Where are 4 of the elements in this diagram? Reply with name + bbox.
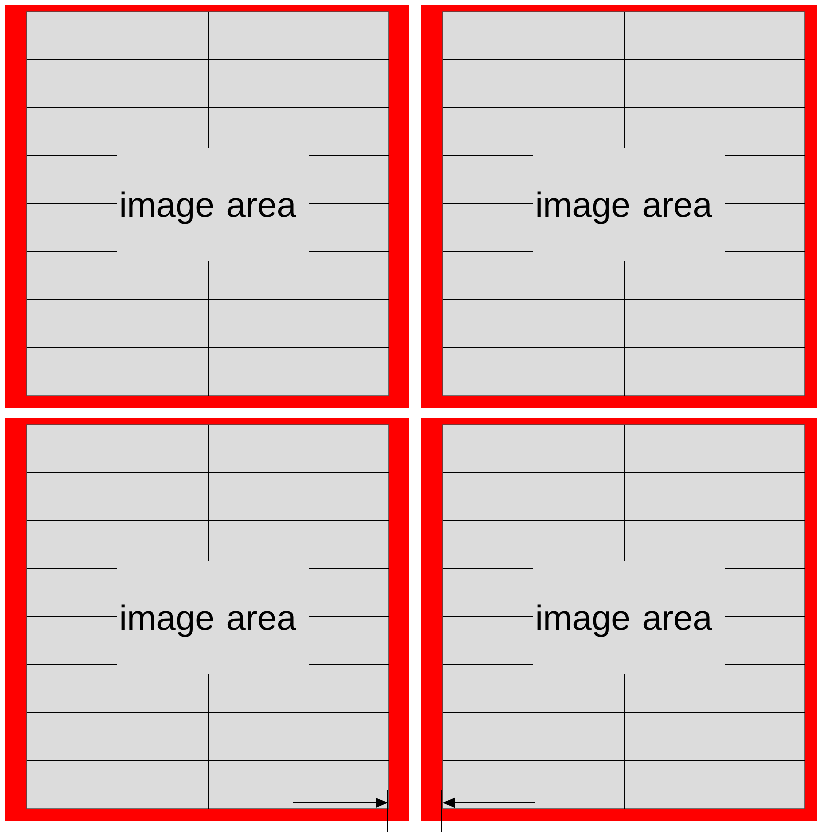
panel: image area [5,418,409,821]
panel: image area [421,5,817,408]
panel: image area [5,5,409,408]
panel: image area [421,418,817,821]
